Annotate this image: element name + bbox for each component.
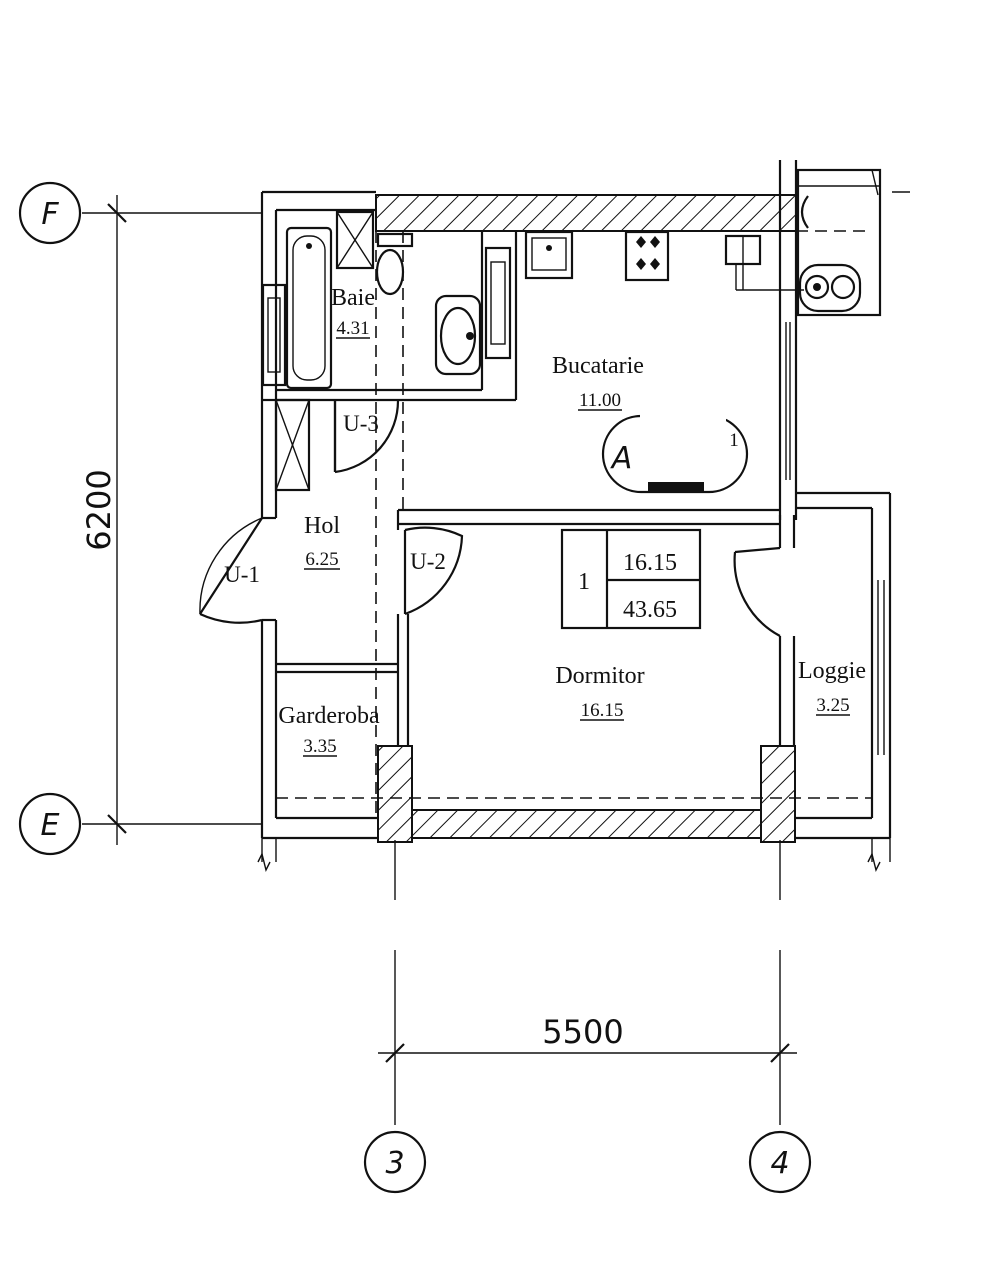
- axis-bubble-e: E: [18, 792, 82, 856]
- walls: [260, 160, 892, 840]
- apartment-type-marker: A 1: [601, 410, 749, 494]
- break-symbols: [257, 838, 891, 873]
- apartment-table: 1 16.15 43.65: [560, 528, 702, 630]
- load-bearing-walls: [375, 194, 797, 843]
- door-label-u-2: U-2: [410, 549, 446, 574]
- kitchen-fixtures: [524, 168, 910, 317]
- room-name: Hol: [304, 513, 340, 539]
- axis-bubble-f: F: [18, 181, 82, 245]
- table-total-area: 43.65: [623, 597, 677, 623]
- room-loggie: Loggie 3.25: [798, 658, 866, 716]
- room-name: Garderoba: [278, 703, 380, 729]
- bathroom-fixtures: [261, 210, 512, 390]
- room-baie: Baie 4.31: [331, 285, 375, 339]
- marker-letter: A: [610, 441, 633, 476]
- room-area: 6.25: [305, 549, 338, 570]
- vertical-dimension: 6200: [80, 469, 118, 550]
- room-name: Loggie: [798, 658, 866, 684]
- room-name: Dormitor: [555, 663, 644, 689]
- room-name: Bucatarie: [552, 353, 644, 379]
- room-name: Baie: [331, 285, 375, 311]
- room-bucatarie: Bucatarie 11.00: [552, 353, 644, 411]
- marker-number: 1: [729, 430, 739, 451]
- room-area: 11.00: [579, 390, 621, 411]
- horizontal-dimension: 5500: [542, 1013, 623, 1051]
- door-u-1: [199, 517, 263, 624]
- svg-text:F: F: [41, 197, 59, 232]
- table-living-area: 16.15: [623, 550, 677, 576]
- door-label-u-1: U-1: [224, 562, 260, 587]
- room-area: 16.15: [581, 700, 624, 721]
- room-garderoba: Garderoba 3.35: [278, 703, 380, 757]
- door-u-3: [333, 399, 400, 474]
- svg-text:3: 3: [385, 1146, 404, 1181]
- svg-text:4: 4: [770, 1146, 789, 1181]
- room-area: 3.25: [816, 695, 849, 716]
- room-hol: Hol 6.25: [304, 513, 340, 570]
- room-dormitor: Dormitor 16.15: [555, 663, 644, 721]
- dimension-lines: [82, 195, 797, 1125]
- door-label-u-3: U-3: [343, 411, 379, 436]
- axis-bubble-4: 4: [748, 1130, 812, 1194]
- door-loggie: [733, 546, 781, 637]
- axis-bubble-3: 3: [363, 1130, 427, 1194]
- room-area: 3.35: [303, 736, 336, 757]
- room-area: 4.31: [336, 318, 369, 339]
- svg-text:E: E: [41, 808, 60, 843]
- table-rooms-count: 1: [578, 569, 590, 595]
- door-u-2: [403, 526, 464, 616]
